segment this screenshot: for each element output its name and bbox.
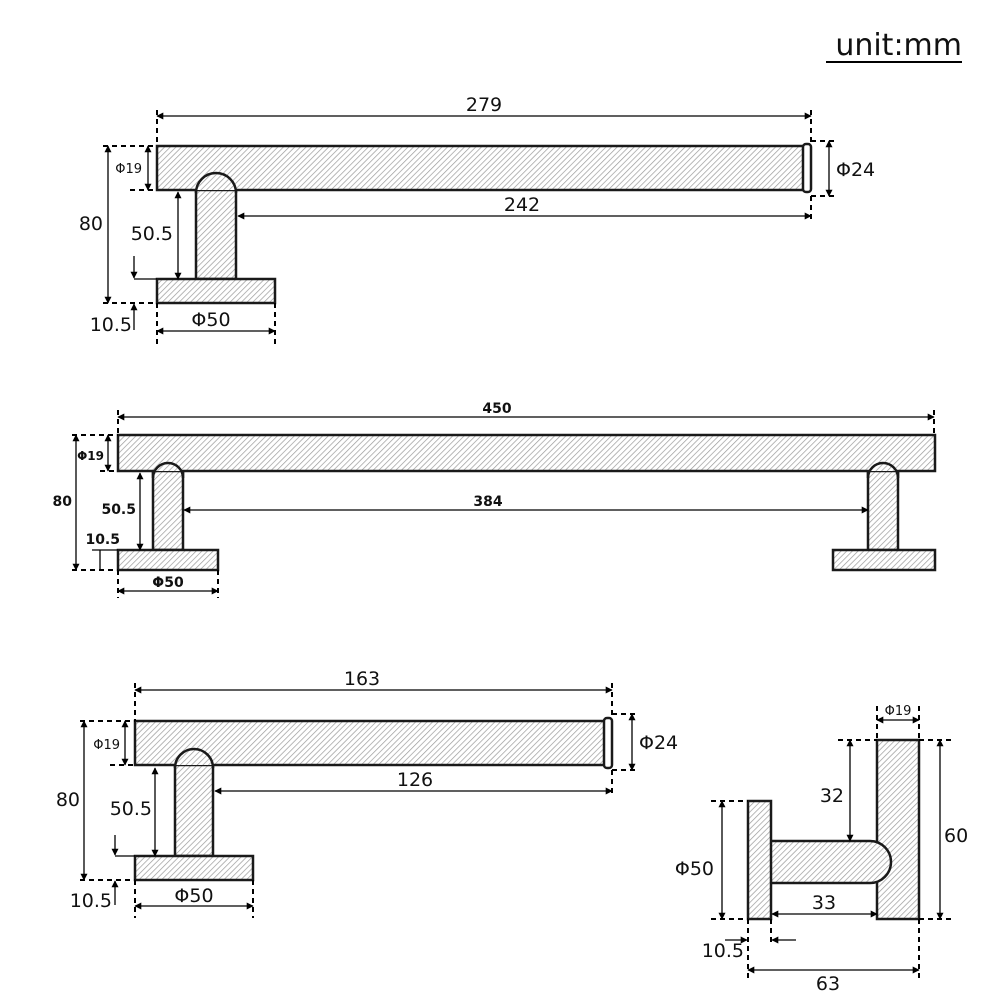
bar-163-rod-dia: Φ19 [93, 738, 120, 753]
bar-163-height: 80 [56, 789, 80, 811]
bar-450-base-thickness: 10.5 [85, 532, 120, 548]
bar-450-post-height: 50.5 [101, 502, 136, 518]
bar-279-post-top [194, 171, 238, 194]
bar-163-base-dia: Φ50 [174, 885, 213, 907]
bar-450-left-post [151, 463, 185, 552]
bar-450-left-post-top [151, 461, 185, 479]
hook-arm [768, 839, 893, 885]
bar-279-end-cap-dia: Φ24 [836, 159, 875, 181]
bar-279-height: 80 [79, 213, 103, 235]
bar-450-left-base [116, 548, 220, 572]
bar-163-post [173, 758, 215, 858]
hook-height: 60 [944, 825, 968, 847]
bar-450-rod-dia: Φ19 [77, 449, 104, 463]
bar-163-post-top [173, 747, 215, 769]
hook-depth: 63 [816, 973, 840, 995]
hook-upper-length: 32 [820, 785, 844, 807]
hook-base-thickness: 10.5 [702, 940, 744, 962]
bar-279-inner-length: 242 [504, 194, 540, 216]
hook-head [875, 738, 921, 921]
bar-279-rod [155, 144, 809, 192]
bar-279-post [194, 178, 238, 281]
bar-279-rod-dia: Φ19 [115, 162, 142, 177]
bar-279-total-length: 279 [466, 94, 502, 116]
hook-base [746, 799, 773, 921]
bar-450-right-base [831, 548, 937, 572]
robe-hook: Φ19 32 60 Φ50 33 10.5 63 [675, 704, 968, 995]
bar-163-inner-length: 126 [397, 769, 433, 791]
hook-arm-length: 33 [812, 892, 836, 914]
bar-163-base [133, 854, 255, 882]
bar-279-post-height: 50.5 [131, 223, 173, 245]
bar-450-base-dia: Φ50 [152, 575, 184, 591]
bar-450-rod [116, 433, 937, 473]
bar-450-total-length: 450 [482, 401, 511, 417]
bar-450-right-post-top [866, 461, 900, 479]
towel-bar-279: 279 242 Φ24 Φ19 80 50.5 10.5 Φ50 [79, 94, 875, 345]
bar-279-base-thickness: 10.5 [90, 314, 132, 336]
unit-label: unit:mm [835, 28, 962, 63]
bar-279-end-cap [801, 142, 813, 194]
bar-450-right-post [866, 463, 900, 552]
bar-279-base-dia: Φ50 [191, 309, 230, 331]
bar-450-inner-length: 384 [473, 494, 502, 510]
bar-279-base [155, 277, 277, 305]
hook-top-dia: Φ19 [885, 704, 912, 719]
towel-bar-163: 163 126 Φ24 Φ19 80 50.5 10.5 Φ50 [56, 668, 678, 918]
bar-163-end-cap-dia: Φ24 [639, 732, 678, 754]
bar-163-total-length: 163 [344, 668, 380, 690]
bar-450-height: 80 [53, 494, 73, 510]
bar-163-base-thickness: 10.5 [70, 890, 112, 912]
bar-163-end-cap [602, 716, 614, 770]
towel-bar-450: 450 384 Φ19 80 50.5 10.5 Φ50 [53, 401, 937, 598]
hook-base-dia: Φ50 [675, 858, 714, 880]
bar-163-post-height: 50.5 [110, 798, 152, 820]
